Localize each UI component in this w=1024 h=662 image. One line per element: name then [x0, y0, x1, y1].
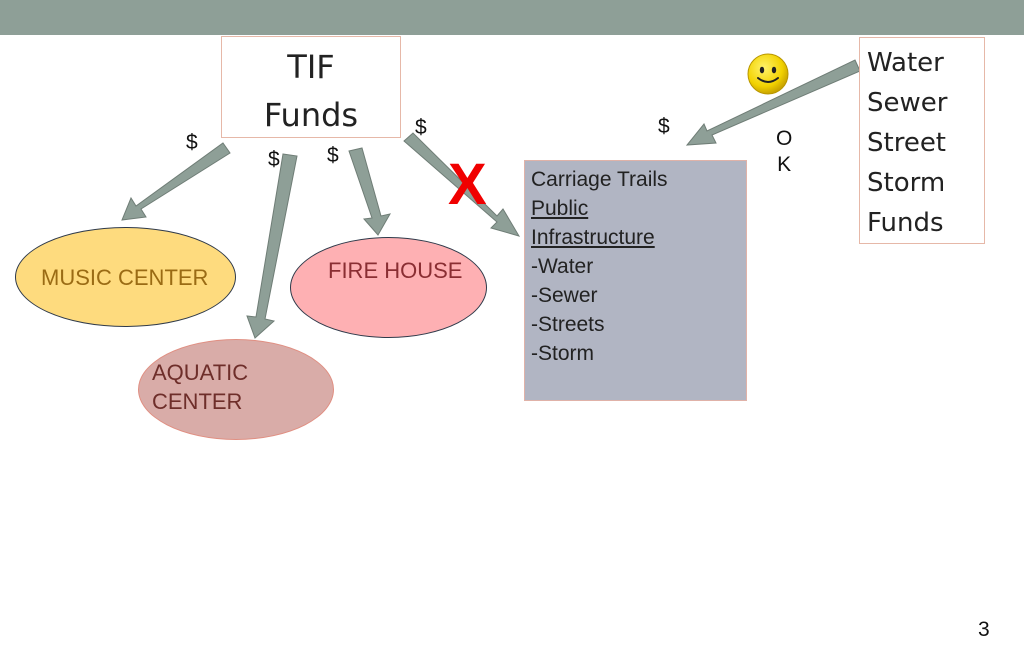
arrow-to-fire	[348, 147, 391, 236]
aquatic-line1: AQUATIC	[152, 360, 249, 385]
dollar-fire: $	[327, 144, 339, 167]
dollar-water-funds: $	[658, 115, 670, 138]
ok-letter-o: O	[776, 127, 793, 150]
carriage-item-streets: -Streets	[531, 313, 605, 336]
arrow-to-aquatic	[246, 153, 298, 339]
funds-line-funds: Funds	[867, 208, 944, 238]
funds-line-street: Street	[867, 128, 947, 158]
smiley-face-icon	[747, 53, 789, 95]
tif-line1: TIF	[287, 48, 335, 86]
carriage-item-sewer: -Sewer	[531, 284, 598, 307]
aquatic-line2: CENTER	[152, 389, 243, 414]
ok-letter-k: K	[777, 153, 792, 176]
tif-funds-box: TIF Funds	[221, 36, 401, 138]
utility-funds-box: Water Sewer Street Storm Funds	[859, 37, 985, 244]
dollar-carriage: $	[415, 116, 427, 139]
fire-house-node	[290, 237, 487, 338]
funds-line-water: Water	[867, 48, 944, 78]
dollar-music: $	[186, 131, 198, 154]
carriage-sub1: Public	[531, 197, 589, 220]
x-mark: X	[448, 152, 487, 217]
carriage-title: Carriage Trails	[531, 168, 668, 191]
music-center-node	[15, 227, 236, 327]
funds-line-sewer: Sewer	[867, 88, 948, 118]
ok-label: O K	[776, 126, 792, 178]
aquatic-center-node	[138, 339, 334, 440]
fire-house-label: FIRE HOUSE	[328, 258, 463, 283]
carriage-item-water: -Water	[531, 255, 594, 278]
aquatic-center-label: AQUATIC CENTER	[152, 358, 248, 416]
carriage-trails-box: Carriage Trails Public Infrastructure -W…	[524, 160, 747, 401]
page-number: 3	[978, 618, 990, 641]
carriage-item-storm: -Storm	[531, 342, 594, 365]
music-center-label: MUSIC CENTER	[41, 265, 209, 290]
carriage-sub2: Infrastructure	[531, 226, 655, 249]
arrow-from-water-funds	[685, 59, 861, 146]
dollar-aquatic: $	[268, 148, 280, 171]
tif-line2: Funds	[263, 96, 359, 134]
arrow-to-carriage	[403, 132, 521, 237]
funds-line-storm: Storm	[867, 168, 946, 198]
arrow-to-music	[121, 142, 231, 221]
title-bar	[0, 0, 1024, 35]
